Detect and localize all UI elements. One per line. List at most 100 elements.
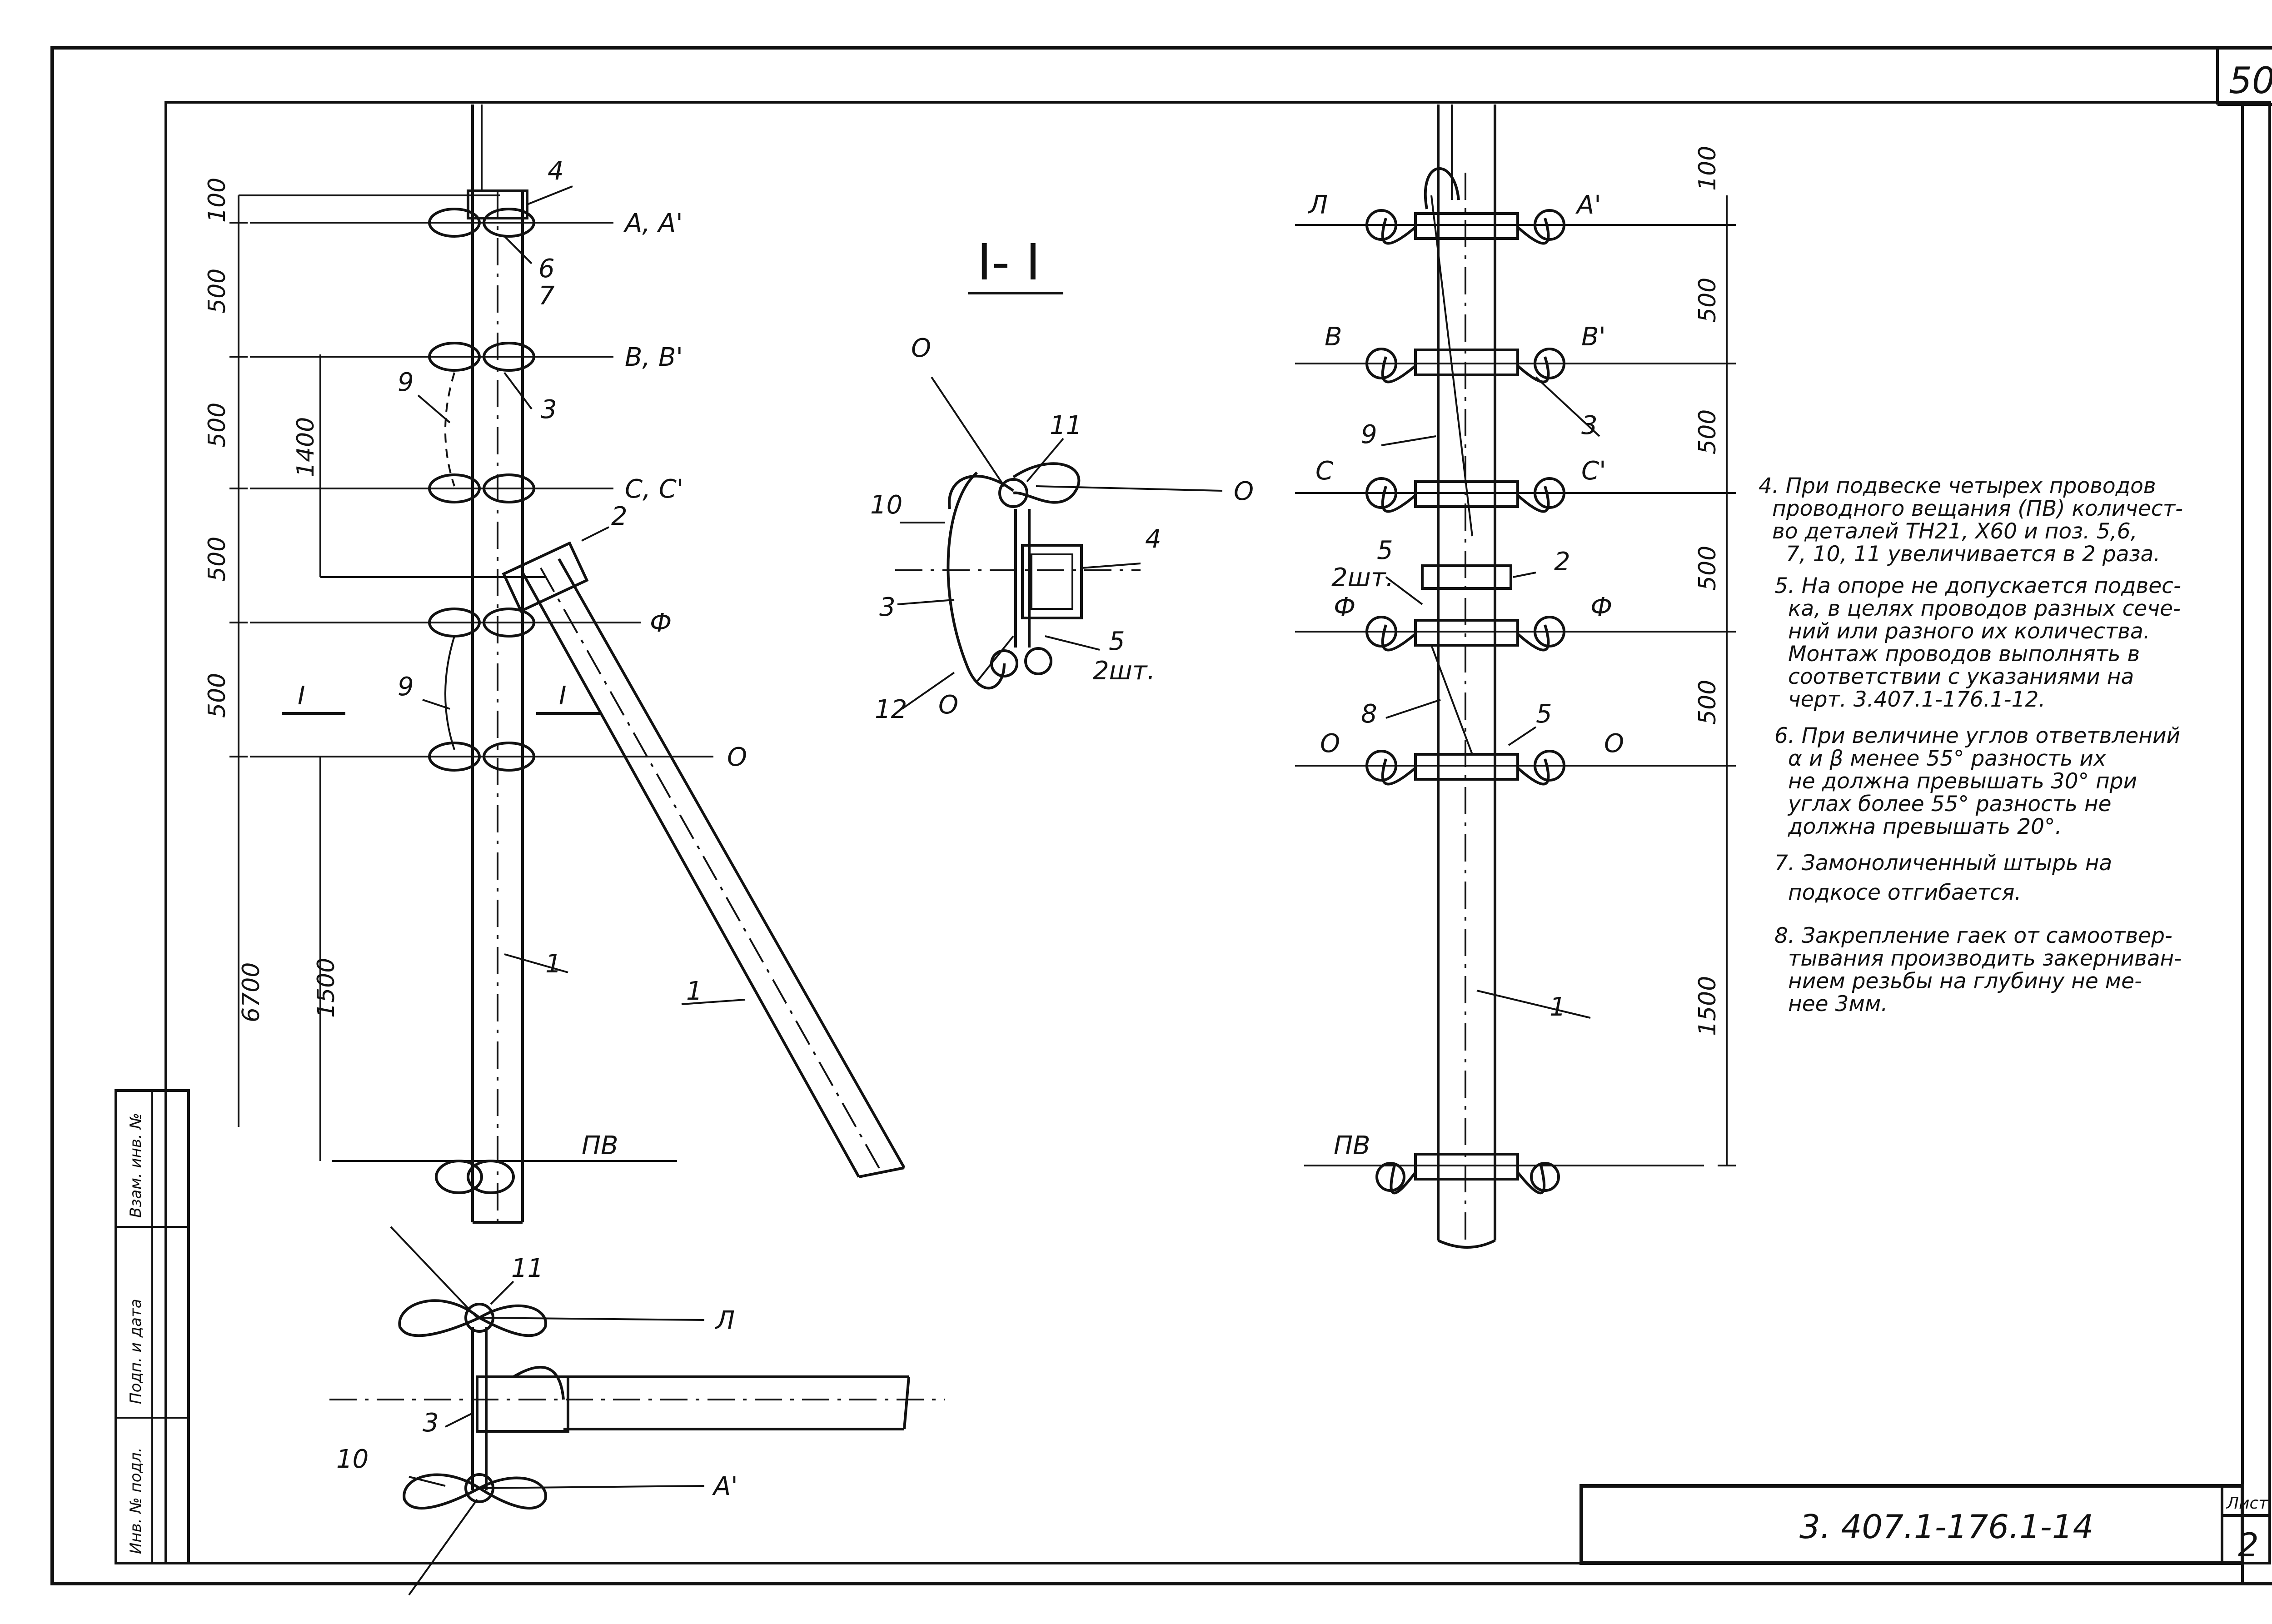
sheet-top-number: 50 [2229,60,2272,102]
lv-callout-9b: 9 [398,672,414,702]
rv-wire-o-right: О [1604,729,1624,758]
list-number: 2 [2238,1526,2259,1564]
lv-dim-6700: 6700 [238,962,265,1022]
section-mark-left: I [298,681,305,711]
lv-wire-bb: В, В' [625,343,683,372]
note-5-line-6: черт. 3.407.1-176.1-12. [1788,687,2045,712]
pv-callout-3: 3 [423,1408,439,1438]
lv-wire-cc: С, С' [625,474,683,504]
note-6-line-4: углах более 55° разность не [1787,792,2112,817]
lv-wire-f: Ф [650,608,672,638]
note-6-line-5: должна превышать 20°. [1788,814,2062,839]
sv-callout-5: 5 [1109,627,1125,656]
lv-callout-3: 3 [541,395,557,424]
sv-wire-o-top: О [911,334,931,363]
lv-dim-500a: 500 [204,269,231,314]
lv-wire-aa: А, А' [623,209,683,238]
rv-dim-500b: 500 [1694,409,1721,454]
pv-wire-a: А' [712,1472,738,1501]
lv-dim-500b: 500 [204,403,231,448]
sv-wire-o-bottom: О [938,690,958,720]
pv-callout-10: 10 [336,1445,369,1474]
rv-wire-v-right: В' [1581,322,1606,352]
section-title: I- I [977,233,1041,291]
lv-dim-500c: 500 [204,537,231,582]
sv-callout-2sht: 2шт. [1093,656,1155,686]
note-8-line-3: нием резьбы на глубину не ме- [1788,969,2142,994]
note-4-line-1: 4. При подвеске четырех проводов [1759,473,2156,498]
rv-wire-s-left: С [1315,456,1333,486]
section-view [895,376,1223,710]
note-7-line-2: подкосе отгибается. [1788,880,2021,905]
lv-wire-o: О [727,742,747,772]
lv-dim-1400: 1400 [292,417,319,477]
section-mark-right: I [559,681,567,711]
rv-callout-2: 2 [1554,547,1570,577]
note-6-line-3: не должна превышать 30° при [1788,769,2137,794]
drawing-code: 3. 407.1-176.1-14 [1799,1508,2093,1546]
lv-dim-100: 100 [204,178,231,223]
left-pole-view [229,105,906,1224]
rv-wire-l-left: Л [1308,190,1328,220]
stamp-mark-3: Взам. инв. № [127,1113,145,1218]
lv-callout-1b: 1 [686,976,703,1006]
sheet-frame [50,46,2272,1585]
sv-callout-10: 10 [870,490,902,520]
note-4-line-3: во деталей ТН21, Х60 и поз. 5,6, [1772,519,2137,544]
note-8-line-2: тывания производить закерниван- [1788,946,2182,971]
right-pole-view [1295,105,1736,1249]
note-7-line-1: 7. Замоноличенный штырь на [1774,851,2112,876]
rv-callout-5a: 5 [1377,536,1393,565]
rv-dim-500d: 500 [1694,680,1721,725]
note-5-line-3: ний или разного их количества. [1788,619,2150,644]
rv-callout-5b: 5 [1536,699,1552,729]
stamp-strip [115,1089,190,1564]
sv-callout-4: 4 [1145,524,1161,554]
note-8-line-1: 8. Закрепление гаек от самоотвер- [1774,923,2172,948]
note-4-line-4: 7, 10, 11 увеличивается в 2 раза. [1786,542,2160,567]
rv-dim-1500: 1500 [1694,976,1721,1036]
note-5-line-2: ка, в целях проводов разных сече- [1788,596,2181,621]
title-block [1579,1484,2270,1565]
rv-wire-f-left: Ф [1334,593,1355,622]
rv-wire-o-left: О [1320,729,1340,758]
rv-callout-9: 9 [1361,420,1377,449]
note-5-line-5: соответствии с указаниями на [1788,664,2134,689]
lv-callout-1a: 1 [545,949,562,979]
rv-wire-f-right: Ф [1590,593,1612,622]
rv-wire-pv-left: ПВ [1334,1131,1370,1161]
rv-callout-3: 3 [1581,411,1598,440]
rv-callout-8: 8 [1361,699,1377,729]
pv-wire-l: Л [715,1306,735,1335]
lv-wire-pv: ПВ [582,1131,618,1161]
lv-callout-6: 6 [538,254,555,284]
rv-wire-a-right: А' [1575,190,1601,220]
sv-callout-11: 11 [1050,411,1082,440]
lv-callout-7: 7 [538,281,555,311]
sv-callout-3: 3 [879,593,896,622]
note-8-line-4: нее 3мм. [1788,991,1888,1016]
rv-dim-500a: 500 [1694,278,1721,323]
sv-wire-o-right: О [1234,477,1254,506]
note-6-line-2: α и β менее 55° разность их [1788,746,2107,771]
stamp-mark-2: Подп. и дата [127,1299,145,1404]
plan-view [329,1226,945,1596]
lv-dim-1500: 1500 [313,958,340,1018]
note-5-line-1: 5. На опоре не допускается подвес- [1774,573,2181,598]
sv-callout-12: 12 [875,695,907,724]
rv-dim-100: 100 [1694,146,1721,191]
note-6-line-1: 6. При величине углов ответвлений [1774,723,2180,748]
rv-callout-2sht: 2шт. [1331,563,1394,593]
lv-dim-500d: 500 [204,673,231,718]
rv-wire-v-left: В [1325,322,1342,352]
notes-block: 4. При подвеске четырех проводов проводн… [1759,473,2183,1016]
rv-callout-1: 1 [1550,992,1566,1022]
stamp-mark-1: Инв. № подл. [127,1447,145,1554]
list-label: Лист [2226,1494,2268,1513]
note-5-line-4: Монтаж проводов выполнять в [1788,642,2140,667]
lv-callout-2: 2 [611,502,628,531]
pv-callout-11: 11 [511,1254,543,1283]
note-4-line-2: проводного вещания (ПВ) количест- [1772,496,2183,521]
lv-callout-9a: 9 [398,368,414,397]
